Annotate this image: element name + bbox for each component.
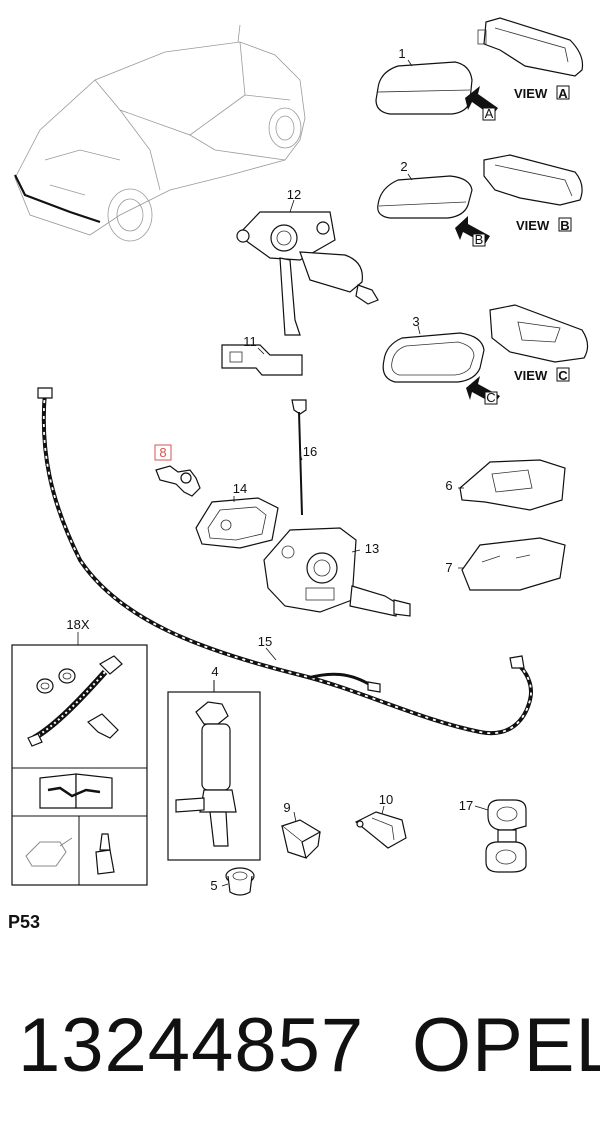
arrow-c-letter: C — [486, 390, 495, 405]
svg-text:B: B — [560, 218, 569, 233]
view-c-bracket — [489, 304, 589, 363]
callout-14: 14 — [233, 481, 247, 496]
part-15-hose — [37, 387, 533, 736]
part-9-clip — [280, 819, 322, 859]
part-6-bracket — [459, 459, 566, 511]
svg-text:C: C — [558, 368, 568, 383]
callout-8-highlight: 8 — [154, 444, 172, 461]
callout-17: 17 — [459, 798, 473, 813]
part-12-washer-nozzle — [236, 211, 379, 336]
arrow-b-letter: B — [475, 232, 484, 247]
svg-text:A: A — [558, 86, 568, 101]
svg-text:VIEW: VIEW — [514, 86, 548, 101]
view-c-label: VIEW C — [514, 367, 570, 383]
leader-lines — [77, 59, 489, 887]
part-1-cover — [375, 61, 473, 115]
part-4-pump-box — [167, 680, 261, 861]
callout-12: 12 — [287, 187, 301, 202]
view-b-bracket — [483, 154, 583, 206]
arrow-a-letter: A — [485, 106, 494, 121]
part-11-bracket — [221, 344, 303, 376]
callout-15: 15 — [258, 634, 272, 649]
part-2-cover — [377, 175, 473, 219]
svg-text:VIEW: VIEW — [516, 218, 550, 233]
view-a-bracket — [477, 17, 584, 77]
part-14-housing — [195, 497, 279, 549]
view-a-label: VIEW A — [514, 85, 570, 101]
callout-6: 6 — [445, 478, 452, 493]
part-number: 13244857 — [18, 1003, 365, 1088]
kit-18x-box — [11, 644, 148, 886]
svg-text:VIEW: VIEW — [514, 368, 548, 383]
callout-13: 13 — [365, 541, 379, 556]
callout-3: 3 — [412, 314, 419, 329]
part-16-strap — [291, 399, 307, 516]
part-13-housing — [263, 527, 411, 617]
callout-8: 8 — [159, 445, 166, 460]
callout-2: 2 — [400, 159, 407, 174]
callout-1: 1 — [398, 46, 405, 61]
part-17-clip — [485, 799, 527, 873]
part-7-trim — [461, 537, 566, 591]
view-b-label: VIEW B — [516, 217, 572, 233]
part-10-clip — [354, 811, 407, 849]
callout-9: 9 — [283, 800, 290, 815]
part-8-connector — [155, 465, 201, 497]
callout-5: 5 — [210, 878, 217, 893]
part-3-frame — [382, 332, 485, 383]
callout-18x: 18X — [66, 617, 89, 632]
car-illustration — [14, 24, 306, 242]
page-code: P53 — [8, 912, 41, 932]
callout-16: 16 — [303, 444, 317, 459]
callout-7: 7 — [445, 560, 452, 575]
callout-4: 4 — [211, 664, 218, 679]
callout-11: 11 — [243, 334, 257, 349]
callout-10: 10 — [379, 792, 393, 807]
brand-name: OPEL — [412, 1003, 600, 1088]
part-5-grommet — [225, 867, 255, 896]
